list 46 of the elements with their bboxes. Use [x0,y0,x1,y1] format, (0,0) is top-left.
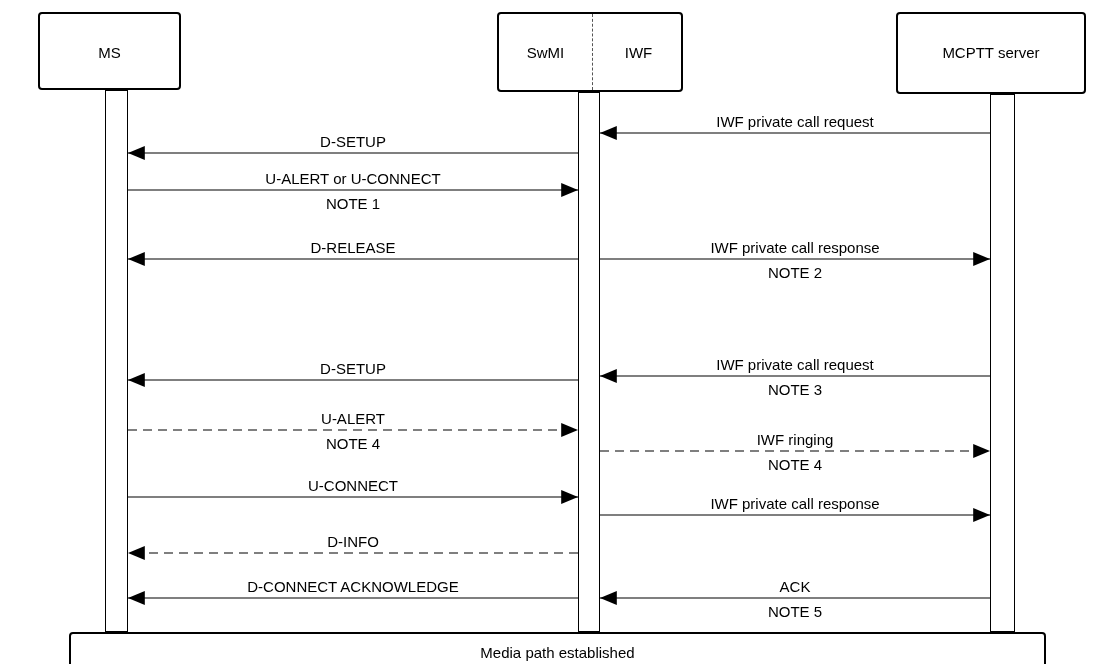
arrow [127,423,579,437]
arrow [127,546,579,560]
edge-label: D-SETUP [319,360,387,378]
note-label: NOTE 4 [324,435,382,453]
participant-name: MCPTT server [941,44,1041,62]
edge-label: ACK [778,578,812,596]
lifeline-bar [578,92,600,632]
participant-box [38,12,181,90]
note-label: NOTE 1 [324,195,382,213]
edge-label: IWF private call response [709,239,881,257]
arrow [127,490,579,504]
arrow [599,591,991,605]
note-label: NOTE 3 [766,381,824,399]
arrow [599,126,991,140]
participant-name: SwMI [525,44,566,62]
edge-label: D-CONNECT ACKNOWLEDGE [246,578,460,596]
edge-label: IWF private call response [709,495,881,513]
arrow [599,508,991,522]
note-label: NOTE 2 [766,264,824,282]
participant-box [497,12,683,92]
edge-label: IWF ringing [755,431,835,449]
edge-label: D-INFO [326,533,380,551]
arrow [599,444,991,458]
note-label: NOTE 5 [766,603,824,621]
status-text: Media path established [479,644,636,662]
edge-label: D-RELEASE [309,239,397,257]
participant-box [896,12,1086,94]
edge-label: IWF private call request [715,356,875,374]
status-band [69,632,1046,664]
edge-label: U-ALERT or U-CONNECT [264,170,442,188]
arrow [127,252,579,266]
arrow [599,369,991,383]
edge-label: U-ALERT [320,410,386,428]
participant-name: IWF [623,44,654,62]
arrow [127,146,579,160]
note-label: NOTE 4 [766,456,824,474]
lifeline-bar [990,94,1015,632]
edge-label: IWF private call request [715,113,875,131]
arrow [599,252,991,266]
participant-name: MS [97,44,122,62]
arrow [127,183,579,197]
edge-label: U-CONNECT [307,477,399,495]
edge-label: D-SETUP [319,133,387,151]
lifeline-bar [105,90,128,632]
arrow [127,373,579,387]
arrow [127,591,579,605]
